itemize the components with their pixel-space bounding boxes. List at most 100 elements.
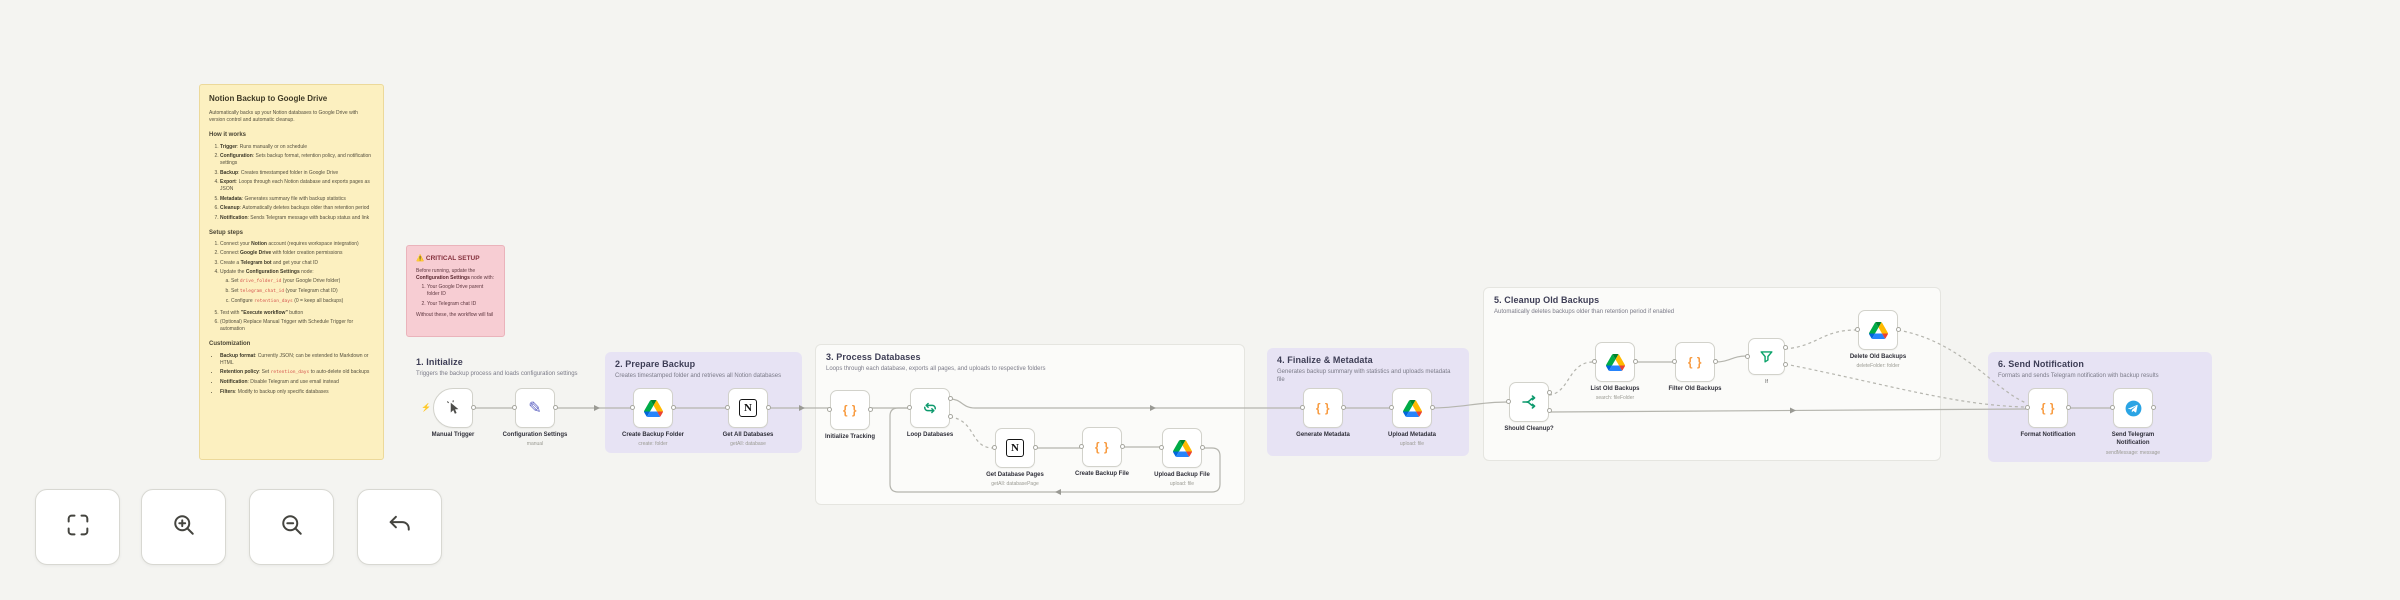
input-port <box>1672 359 1677 364</box>
sticky-note-critical-setup[interactable]: ⚠️ CRITICAL SETUP Before running, update… <box>406 245 505 337</box>
node-label: Manual Trigger <box>431 432 475 438</box>
undo-icon <box>386 511 414 544</box>
code-braces-icon <box>2041 401 2055 415</box>
section-subtitle: Automatically deletes backups older than… <box>1494 309 1675 315</box>
node-if[interactable]: If <box>1745 338 1788 385</box>
sticky-note-overview[interactable]: Notion Backup to Google Drive Automatica… <box>199 84 384 460</box>
node-label: Create Backup Folder <box>621 432 685 438</box>
output-port <box>1633 359 1638 364</box>
node-format-notification[interactable]: Format Notification <box>2021 388 2076 438</box>
sticky-heading-setup: Setup steps <box>209 229 244 236</box>
zoom-in-button[interactable] <box>141 489 226 565</box>
zoom-out-icon <box>278 511 306 544</box>
sticky-heading-customization: Customization <box>209 341 251 348</box>
node-subtitle: upload: file <box>1399 441 1425 447</box>
trigger-bolt-icon: ⚡ <box>421 403 431 412</box>
node-label: Should Cleanup? <box>1504 426 1554 432</box>
node-should-cleanup[interactable]: Should Cleanup? <box>1504 382 1554 432</box>
sticky-intro: Automatically backs up your Notion datab… <box>209 110 358 124</box>
sticky-title: ⚠️ CRITICAL SETUP <box>416 255 480 262</box>
sticky-requirements-list: Your Google Drive parent folder IDYour T… <box>416 284 495 308</box>
output-port <box>1896 327 1901 332</box>
output-port <box>471 405 476 410</box>
output-port <box>868 407 873 412</box>
zoom-out-button[interactable] <box>249 489 334 565</box>
node-label: Initialize Tracking <box>824 434 875 440</box>
input-port <box>2110 405 2115 410</box>
node-configuration-settings[interactable]: ✎ Configuration Settings manual <box>503 388 567 447</box>
node-subtitle: upload: file <box>1169 481 1195 487</box>
node-loop-databases[interactable]: Loop Databases <box>907 388 953 438</box>
section-subtitle: Generates backup summary with statistics… <box>1277 369 1451 383</box>
section-title: 5. Cleanup Old Backups <box>1494 295 1600 305</box>
section-process-databases: 3. Process Databases Loops through each … <box>815 344 1245 505</box>
input-port <box>1159 445 1164 450</box>
input-port <box>630 405 635 410</box>
google-drive-icon <box>1868 321 1888 339</box>
google-drive-icon <box>1402 399 1422 417</box>
node-label: Loop Databases <box>906 432 954 438</box>
sticky-how-list: Trigger: Runs manually or on scheduleCon… <box>209 144 374 222</box>
node-subtitle: search: fileFolder <box>1595 395 1635 401</box>
node-send-telegram-notification[interactable]: Send Telegram Notification sendMessage: … <box>2106 388 2160 456</box>
input-port <box>1506 399 1511 404</box>
node-subtitle: manual <box>526 441 544 447</box>
node-upload-metadata[interactable]: Upload Metadata upload: file <box>1388 388 1436 447</box>
telegram-icon <box>2124 399 2143 418</box>
node-delete-old-backups[interactable]: Delete Old Backups deleteFolder: folder <box>1850 310 1906 369</box>
node-label: If <box>1765 379 1768 385</box>
output-port <box>2066 405 2071 410</box>
input-port <box>512 405 517 410</box>
node-list-old-backups[interactable]: List Old Backups search: fileFolder <box>1590 342 1640 401</box>
section-title: 2. Prepare Backup <box>615 359 696 369</box>
zoom-in-icon <box>170 511 198 544</box>
node-initialize-tracking[interactable]: Initialize Tracking <box>825 390 875 440</box>
output-port-false <box>1547 408 1552 413</box>
node-upload-backup-file[interactable]: Upload Backup File upload: file <box>1154 428 1210 487</box>
node-create-backup-file[interactable]: Create Backup File <box>1075 427 1129 477</box>
node-filter-old-backups[interactable]: Filter Old Backups <box>1668 342 1722 392</box>
output-port-true <box>1547 390 1552 395</box>
google-drive-icon <box>1172 439 1192 457</box>
output-port <box>1341 405 1346 410</box>
undo-button[interactable] <box>357 489 442 565</box>
output-port-discard <box>1783 362 1788 367</box>
node-label: Get Database Pages <box>986 472 1044 478</box>
node-create-backup-folder[interactable]: Create Backup Folder create: folder <box>622 388 684 447</box>
code-braces-icon <box>843 403 857 417</box>
input-port <box>1592 359 1597 364</box>
notion-icon <box>1006 439 1024 457</box>
node-label: Configuration Settings <box>502 432 568 438</box>
input-port <box>1389 405 1394 410</box>
section-subtitle: Formats and sends Telegram notification … <box>1998 373 2159 379</box>
output-port <box>1120 444 1125 449</box>
node-get-database-pages[interactable]: Get Database Pages getAll: databasePage <box>986 428 1044 487</box>
sticky-lead: Before running, update the Configuration… <box>416 268 495 282</box>
node-label: Upload Backup File <box>1154 472 1210 478</box>
zoom-to-fit-button[interactable] <box>35 489 120 565</box>
node-label: Delete Old Backups <box>1849 354 1907 360</box>
output-port <box>766 405 771 410</box>
input-port <box>992 445 997 450</box>
node-get-all-databases[interactable]: Get All Databases getAll: database <box>723 388 773 447</box>
output-port <box>1200 445 1205 450</box>
node-label: Get All Databases <box>722 432 774 438</box>
section-subtitle: Loops through each database, exports all… <box>826 366 1046 372</box>
input-port <box>725 405 730 410</box>
google-drive-icon <box>643 399 663 417</box>
sticky-heading-how: How it works <box>209 132 247 139</box>
node-label: Create Backup File <box>1074 471 1130 477</box>
node-generate-metadata[interactable]: Generate Metadata <box>1296 388 1350 438</box>
node-label: Upload Metadata <box>1387 432 1436 438</box>
sticky-setup-list: Connect your Notion account (requires wo… <box>209 241 374 333</box>
node-subtitle: getAll: databasePage <box>991 481 1039 487</box>
node-label: Send Telegram Notification <box>2111 432 2155 446</box>
node-label: Filter Old Backups <box>1668 386 1722 392</box>
node-subtitle: deleteFolder: folder <box>1856 363 1900 369</box>
input-port <box>827 407 832 412</box>
filter-funnel-icon <box>1758 348 1775 365</box>
output-port <box>553 405 558 410</box>
node-manual-trigger[interactable]: ⚡ Manual Trigger <box>421 388 476 438</box>
output-port <box>1713 359 1718 364</box>
